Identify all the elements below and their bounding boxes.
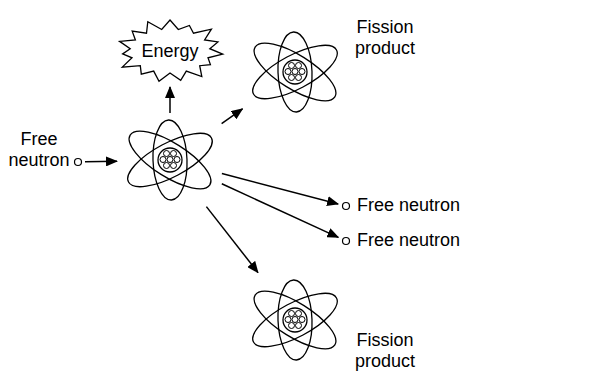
free-neutron-shape xyxy=(341,236,351,246)
free-neutron-shape xyxy=(341,201,351,211)
node-label: Free neutron xyxy=(6,129,72,171)
free-neutron: Free neutron xyxy=(73,157,83,167)
arrow-connector xyxy=(222,109,243,124)
free-neutron: Free neutron xyxy=(341,201,351,211)
arrow-connector xyxy=(222,174,338,204)
node-label: Fission product xyxy=(349,330,421,372)
arrow-connector xyxy=(206,207,258,273)
energy-burst: Energy xyxy=(115,18,225,84)
uranium-atom xyxy=(120,115,220,205)
node-label: Free neutron xyxy=(357,195,460,216)
uranium-atom-shape xyxy=(120,115,220,205)
arrow-connector xyxy=(222,184,338,238)
node-label: Fission product xyxy=(349,17,421,59)
energy-label: Energy xyxy=(115,41,225,62)
node-label: Free neutron xyxy=(357,230,460,251)
free-neutron: Free neutron xyxy=(341,236,351,246)
fission-product-atom: Fission product xyxy=(245,27,345,117)
fission-product-atom-shape xyxy=(245,27,345,117)
arrow-connector xyxy=(85,160,117,162)
free-neutron-shape xyxy=(73,157,83,167)
arrow-connector xyxy=(169,87,171,113)
fission-product-atom-shape xyxy=(245,275,345,365)
fission-product-atom: Fission product xyxy=(245,275,345,365)
